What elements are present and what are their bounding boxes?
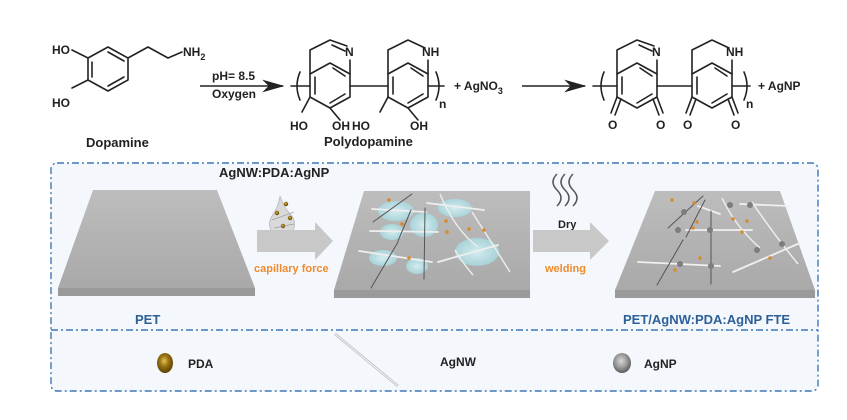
fte-label: PET/AgNW:PDA:AgNP FTE	[623, 312, 790, 327]
pda-oh-4: OH	[410, 119, 428, 133]
legend-agnw-label: AgNW	[440, 355, 477, 369]
dopamine-label: Dopamine	[86, 135, 149, 150]
agnp-sphere-icon	[613, 353, 631, 373]
heat-waves-icon	[552, 173, 578, 207]
oxidized-pda-structure: N NH O O O O n + AgNP	[592, 39, 801, 132]
polydopamine-label: Polydopamine	[324, 134, 413, 149]
welding-label: welding	[544, 263, 586, 275]
product-o-2: O	[656, 118, 665, 132]
capillary-arrow-icon	[257, 222, 333, 260]
condition-ph: pH= 8.5	[212, 69, 255, 83]
product-subscript-n: n	[746, 97, 753, 111]
product-o-4: O	[731, 118, 740, 132]
product-o-1: O	[608, 118, 617, 132]
polydopamine-structure: N NH HO OH HO OH n Polydopamine + AgNO3	[290, 39, 503, 149]
pda-ho-1: HO	[290, 119, 308, 133]
pet-label: PET	[135, 312, 160, 327]
product-n: N	[652, 45, 661, 59]
pda-oh-2: OH	[332, 119, 350, 133]
dopamine-ho-bottom: HO	[52, 96, 70, 110]
wet-network-substrate	[334, 191, 530, 298]
pet-substrate	[58, 190, 255, 296]
capillary-force-label: capillary force	[254, 263, 329, 275]
legend-pda-label: PDA	[188, 357, 214, 371]
dopamine-ho-top: HO	[52, 43, 70, 57]
pda-nh: NH	[422, 45, 439, 59]
reaction-arrow-1: pH= 8.5 Oxygen	[200, 69, 285, 101]
pda-ho-3: HO	[352, 119, 370, 133]
pda-sphere-icon	[157, 353, 173, 373]
welding-arrow-icon	[533, 222, 609, 260]
agno3-reagent: + AgNO3	[454, 79, 503, 96]
pda-subscript-n: n	[439, 97, 446, 111]
agnp-product: + AgNP	[758, 79, 801, 93]
product-nh: NH	[726, 45, 743, 59]
ink-droplet-icon	[269, 195, 295, 238]
dopamine-amine: NH2	[183, 45, 205, 62]
pda-n: N	[345, 45, 354, 59]
ink-label: AgNW:PDA:AgNP	[219, 165, 330, 180]
product-o-3: O	[683, 118, 692, 132]
dry-label: Dry	[558, 219, 577, 231]
legend: PDA AgNW AgNP	[157, 333, 677, 387]
dopamine-structure: HO HO NH2 Dopamine	[52, 43, 205, 150]
condition-oxygen: Oxygen	[212, 87, 256, 101]
welded-network-substrate	[615, 191, 815, 298]
legend-agnp-label: AgNP	[644, 357, 677, 371]
